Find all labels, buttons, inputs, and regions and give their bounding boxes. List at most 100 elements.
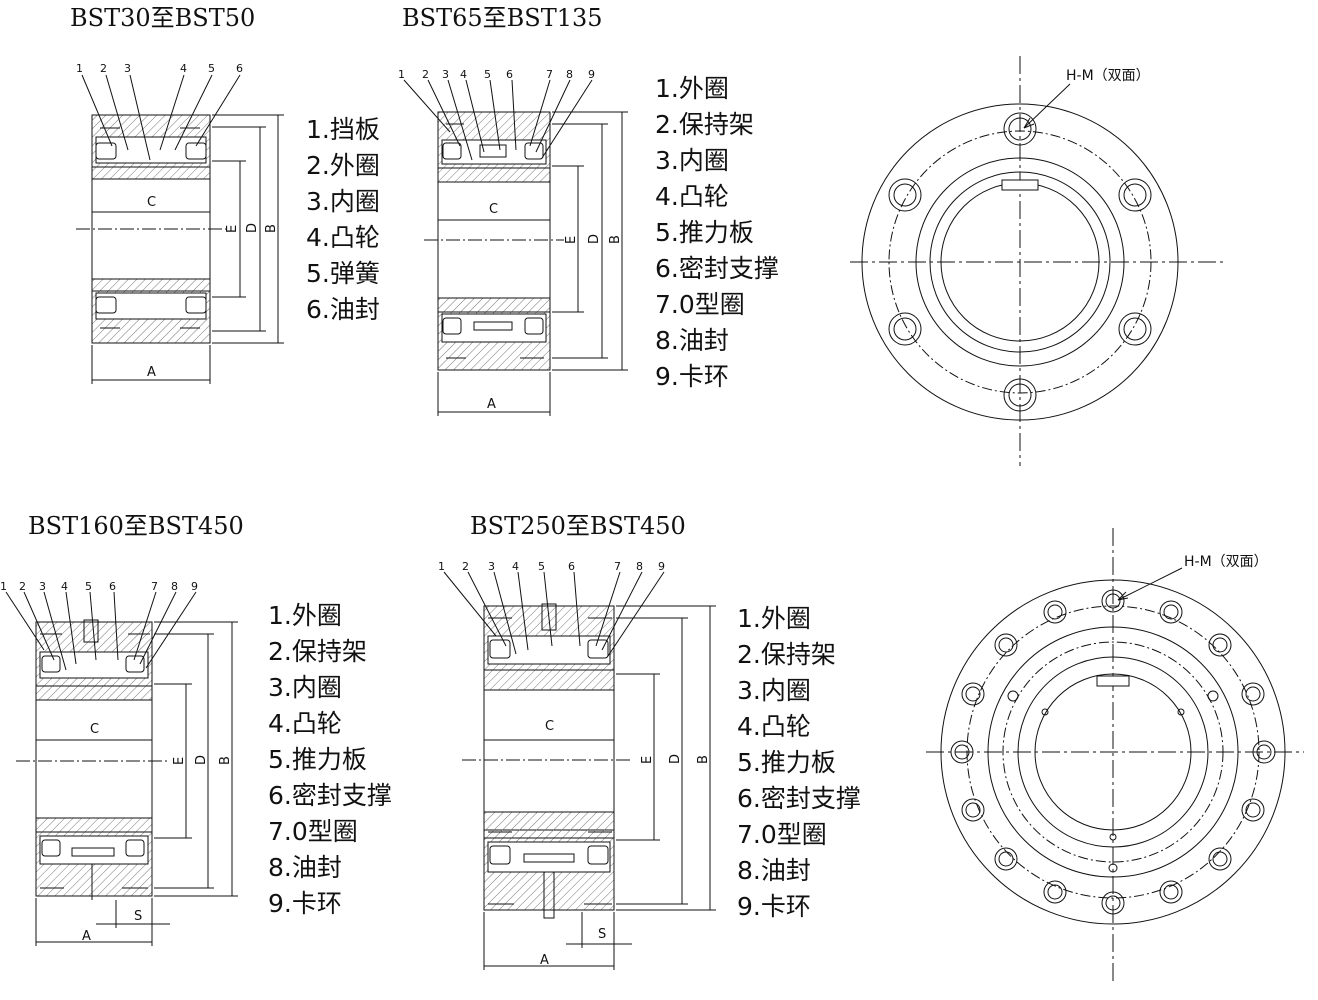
dim-label-b: B [608,235,623,244]
legend-item: 5.推力板 [268,745,367,774]
part-number: 1 [438,560,445,573]
legend-item: 7.0型圈 [268,817,358,846]
legend-item: 2.外圈 [306,151,380,180]
legend-item: 5.推力板 [737,748,836,777]
part-number: 6 [506,68,513,81]
part-number: 5 [208,62,215,75]
part-number: 3 [39,580,46,593]
title-bst30-50: BST30至BST50 [70,4,255,32]
dim-label-d: D [587,234,602,244]
legend-item: 2.保持架 [655,110,754,139]
dim-label-b: B [264,224,279,233]
part-number: 1 [76,62,83,75]
section-view-bst30-50 [76,74,284,384]
dim-label-d: D [245,223,260,233]
dim-label-e: E [640,756,655,764]
legend-item: 6.密封支撑 [268,781,392,810]
part-number: 4 [180,62,187,75]
legend-item: 8.油封 [268,853,342,882]
dim-label-b: B [696,755,711,764]
legend-item: 2.保持架 [268,637,367,666]
parts-legend-bst30-50: 1.挡板 2.外圈 3.内圈 4.凸轮 5.弹簧 6.油封 [306,112,380,328]
legend-item: 3.内圈 [655,146,729,175]
parts-legend-bst160-450: 1.外圈 2.保持架 3.内圈 4.凸轮 5.推力板 6.密封支撑 7.0型圈 … [268,598,392,922]
dim-label-e: E [564,236,579,244]
legend-item: 1.外圈 [655,74,729,103]
legend-item: 4.凸轮 [268,709,342,738]
part-number: 3 [442,68,449,81]
parts-legend-bst250-450: 1.外圈 2.保持架 3.内圈 4.凸轮 5.推力板 6.密封支撑 7.0型圈 … [737,601,861,925]
legend-item: 5.弹簧 [306,259,380,288]
legend-item: 6.密封支撑 [737,784,861,813]
part-number: 8 [171,580,178,593]
part-number: 6 [568,560,575,573]
dim-label-d: D [194,755,209,765]
legend-item: 5.推力板 [655,218,754,247]
legend-item: 8.油封 [655,326,729,355]
legend-item: 9.卡环 [737,892,811,921]
legend-item: 2.保持架 [737,640,836,669]
dim-label-c: C [147,195,156,210]
legend-item: 1.外圈 [268,601,342,630]
part-number: 5 [85,580,92,593]
legend-item: 7.0型圈 [737,820,827,849]
title-bst65-135: BST65至BST135 [402,4,603,32]
part-number: 7 [546,68,553,81]
dim-label-c: C [545,719,554,734]
part-number: 2 [19,580,26,593]
legend-item: 3.内圈 [737,676,811,705]
title-bst160-450: BST160至BST450 [28,512,244,540]
legend-item: 6.密封支撑 [655,254,779,283]
legend-item: 1.挡板 [306,115,380,144]
dim-label-b: B [218,756,233,765]
part-number: 9 [588,68,595,81]
thread-callout: H-M（双面） [1066,68,1150,84]
legend-item: 4.凸轮 [737,712,811,741]
dim-label-c: C [90,722,99,737]
legend-item: 4.凸轮 [655,182,729,211]
part-number: 5 [484,68,491,81]
part-number: 1 [0,580,7,593]
parts-legend-bst65-135: 1.外圈 2.保持架 3.内圈 4.凸轮 5.推力板 6.密封支撑 7.0型圈 … [655,71,779,395]
legend-item: 7.0型圈 [655,290,745,319]
part-number: 5 [538,560,545,573]
dim-label-e: E [225,225,240,233]
bolt-hole-ring [950,589,1276,915]
part-number: 6 [236,62,243,75]
part-number: 7 [614,560,621,573]
dim-label-a: A [487,397,496,412]
front-view-6-holes [850,56,1226,466]
legend-item: 6.油封 [306,295,380,324]
legend-item: 3.内圈 [268,673,342,702]
section-view-bst250-450 [443,571,716,970]
front-view-16-holes [926,528,1304,984]
dim-label-a: A [540,953,549,968]
part-number: 8 [566,68,573,81]
part-number: 1 [398,68,405,81]
part-number: 8 [636,560,643,573]
section-view-bst160-450 [5,591,238,946]
part-number: 7 [151,580,158,593]
part-number: 4 [460,68,467,81]
dim-label-c: C [489,202,498,217]
legend-item: 3.内圈 [306,187,380,216]
part-number: 2 [100,62,107,75]
part-number: 9 [658,560,665,573]
dim-label-d: D [668,754,683,764]
legend-item: 8.油封 [737,856,811,885]
dim-label-e: E [172,757,187,765]
part-number: 6 [109,580,116,593]
part-number: 4 [512,560,519,573]
dim-label-a: A [147,365,156,380]
legend-item: 1.外圈 [737,604,811,633]
title-bst250-450: BST250至BST450 [470,512,686,540]
part-number: 3 [488,560,495,573]
part-number: 2 [422,68,429,81]
part-number: 3 [124,62,131,75]
legend-item: 9.卡环 [655,362,729,391]
dim-label-a: A [82,929,91,944]
thread-callout: H-M（双面） [1184,554,1268,570]
legend-item: 4.凸轮 [306,223,380,252]
legend-item: 9.卡环 [268,889,342,918]
dim-label-s: S [598,927,606,942]
